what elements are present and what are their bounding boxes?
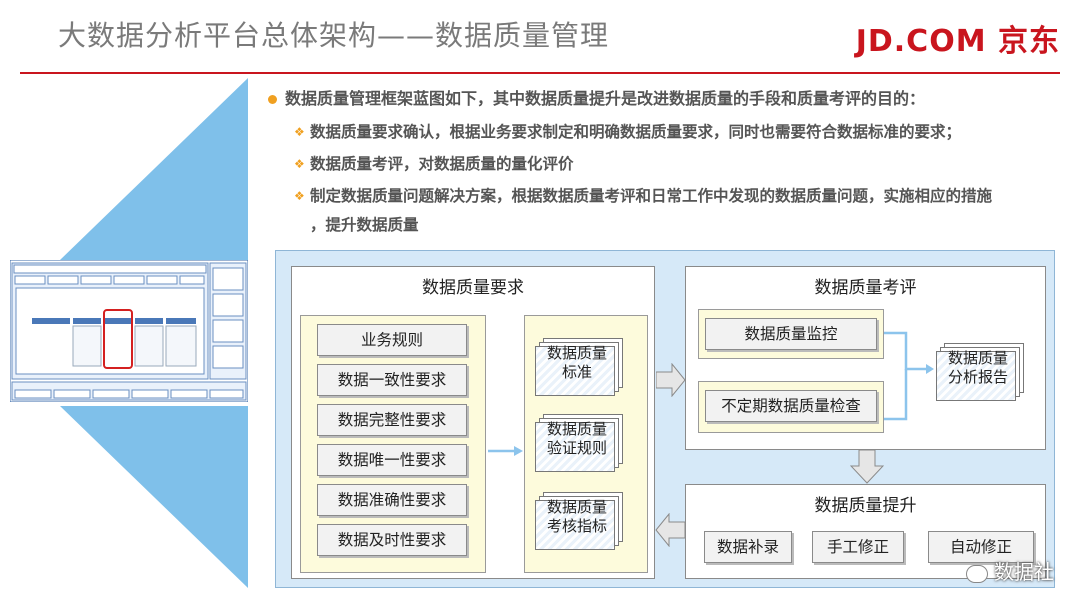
evaluation-monitor-wrap: 数据质量监控 — [698, 309, 884, 359]
evaluation-box: 数据质量考评 数据质量监控 不定期数据质量检查 数据质量 分析报告 — [685, 266, 1046, 450]
eval-item: 不定期数据质量检查 — [705, 390, 877, 422]
bullet-sub-3-text: 制定数据质量问题解决方案，根据数据质量考评和日常工作中发现的数据质量问题，实施相… — [310, 187, 993, 205]
diamond-icon: ❖ — [294, 189, 305, 203]
bullet-sub-3-cont: ，提升数据质量 — [310, 216, 419, 234]
arrow-to-evaluation-icon — [656, 363, 686, 397]
req-item: 数据完整性要求 — [317, 404, 467, 436]
doc-report-line2: 分析报告 — [947, 368, 1008, 386]
evaluation-title: 数据质量考评 — [814, 278, 917, 298]
requirements-box: 数据质量要求 业务规则 数据一致性要求 数据完整性要求 数据唯一性要求 数据准确… — [291, 266, 655, 579]
req-item: 数据及时性要求 — [317, 524, 467, 556]
header-divider — [20, 72, 1060, 74]
bullet-list: 数据质量管理框架蓝图如下，其中数据质量提升是改进数据质量的手段和质量考评的目的：… — [268, 86, 1058, 238]
zoom-triangle-top — [60, 78, 248, 260]
doc-validation-line2: 验证规则 — [546, 439, 607, 457]
bullet-sub-3: ❖ 制定数据质量问题解决方案，根据数据质量考评和日常工作中发现的数据质量问题，实施… — [268, 180, 1058, 212]
doc-validation: 数据质量 验证规则 — [535, 414, 625, 474]
wechat-icon — [966, 564, 988, 583]
doc-validation-line1: 数据质量 — [546, 420, 607, 438]
doc-standard: 数据质量 标准 — [535, 338, 625, 398]
watermark: 数据社 — [966, 556, 1054, 585]
zoom-triangle-bottom — [60, 406, 248, 588]
improve-item: 自动修正 — [928, 531, 1034, 563]
requirements-title: 数据质量要求 — [422, 278, 524, 298]
architecture-thumbnail — [10, 260, 248, 402]
arrow-to-requirements-icon — [655, 513, 686, 547]
bullet-sub-1-text: 数据质量要求确认，根据业务要求制定和明确数据质量要求，同时也需要符合数据标准的要… — [310, 123, 962, 141]
watermark-text: 数据社 — [994, 560, 1054, 584]
page-title: 大数据分析平台总体架构——数据质量管理 — [58, 19, 610, 52]
doc-report: 数据质量 分析报告 — [936, 343, 1026, 403]
arrow-to-improvement-icon — [850, 450, 884, 484]
doc-standard-line2: 标准 — [561, 363, 592, 381]
arrow-right-icon — [488, 446, 523, 456]
bullet-main-text: 数据质量管理框架蓝图如下，其中数据质量提升是改进数据质量的手段和质量考评的目的： — [285, 89, 926, 108]
doc-kpi: 数据质量 考核指标 — [535, 492, 625, 552]
jd-logo: JD.COM 京东 — [855, 24, 1060, 59]
evaluation-check-wrap: 不定期数据质量检查 — [698, 381, 884, 433]
doc-standard-line1: 数据质量 — [546, 344, 607, 362]
bullet-sub-2: ❖ 数据质量考评，对数据质量的量化评价 — [268, 148, 1058, 180]
req-item: 数据一致性要求 — [317, 364, 467, 396]
bullet-main: 数据质量管理框架蓝图如下，其中数据质量提升是改进数据质量的手段和质量考评的目的： — [268, 86, 1058, 112]
quality-framework-panel: 数据质量要求 业务规则 数据一致性要求 数据完整性要求 数据唯一性要求 数据准确… — [275, 250, 1055, 588]
req-item: 数据准确性要求 — [317, 484, 467, 516]
req-item: 业务规则 — [317, 324, 467, 356]
requirements-list: 业务规则 数据一致性要求 数据完整性要求 数据唯一性要求 数据准确性要求 数据及… — [300, 315, 486, 573]
improve-item: 手工修正 — [812, 531, 904, 563]
bullet-sub-2-text: 数据质量考评，对数据质量的量化评价 — [310, 155, 574, 173]
eval-item: 数据质量监控 — [705, 318, 877, 350]
improvement-title: 数据质量提升 — [814, 496, 917, 516]
req-item: 数据唯一性要求 — [317, 444, 467, 476]
diamond-icon: ❖ — [294, 125, 305, 139]
improvement-box: 数据质量提升 数据补录 手工修正 自动修正 — [685, 484, 1046, 579]
eval-connector-icon — [884, 331, 934, 421]
doc-report-line1: 数据质量 — [947, 349, 1008, 367]
doc-kpi-line1: 数据质量 — [546, 498, 607, 516]
bullet-dot-icon — [268, 95, 277, 104]
requirements-docs: 数据质量 标准 数据质量 验证规则 数据质量 考核指标 — [524, 315, 648, 573]
improve-item: 数据补录 — [704, 531, 792, 563]
diamond-icon: ❖ — [294, 157, 305, 171]
bullet-sub-1: ❖ 数据质量要求确认，根据业务要求制定和明确数据质量要求，同时也需要符合数据标准的… — [268, 116, 1058, 148]
doc-kpi-line2: 考核指标 — [546, 517, 607, 535]
